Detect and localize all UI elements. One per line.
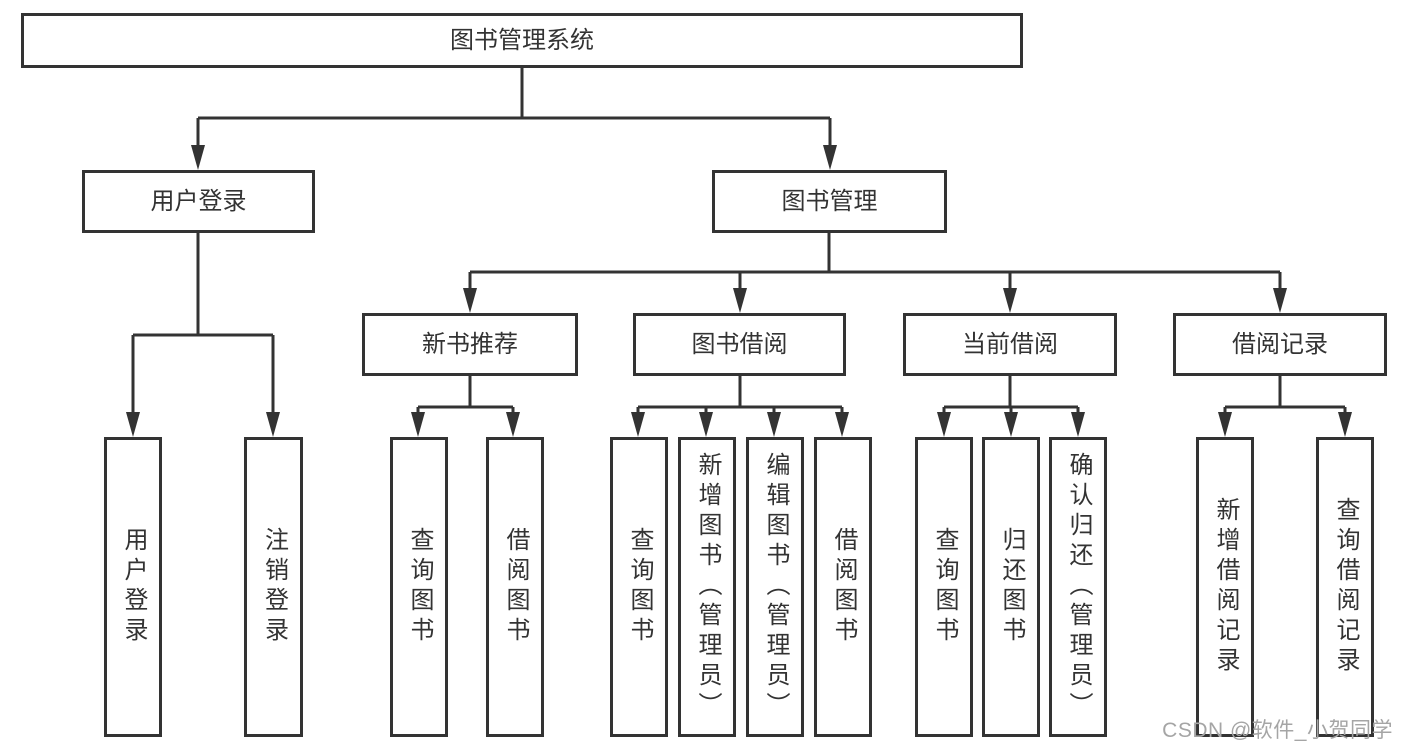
node-label: 新书推荐 — [422, 330, 518, 358]
node-label: 查询图书 — [406, 527, 433, 647]
leaf-user-login: 用户登录 — [104, 437, 162, 737]
node-label: 查询图书 — [931, 527, 958, 647]
leaf-query-books-recommend: 查询图书 — [390, 437, 448, 737]
node-root: 图书管理系统 — [21, 13, 1023, 68]
leaf-borrow-books: 借阅图书 — [814, 437, 872, 737]
leaf-add-books-admin: 新增图书（管理员） — [678, 437, 736, 737]
leaf-query-borrow-record: 查询借阅记录 — [1316, 437, 1374, 737]
leaf-logout-login: 注销登录 — [244, 437, 303, 737]
node-label: 归还图书 — [998, 527, 1025, 647]
node-label: 编辑图书（管理员） — [762, 452, 789, 722]
leaf-borrow-books-recommend: 借阅图书 — [486, 437, 544, 737]
leaf-add-borrow-record: 新增借阅记录 — [1196, 437, 1254, 737]
node-new-book-recommend: 新书推荐 — [362, 313, 578, 376]
leaf-return-books: 归还图书 — [982, 437, 1040, 737]
node-label: 借阅图书 — [502, 527, 529, 647]
leaf-query-books-current: 查询图书 — [915, 437, 973, 737]
node-label: 新增借阅记录 — [1212, 497, 1239, 677]
node-book-management: 图书管理 — [712, 170, 947, 233]
leaf-query-books-borrow: 查询图书 — [610, 437, 668, 737]
node-label: 确认归还（管理员） — [1065, 452, 1092, 722]
node-book-borrow: 图书借阅 — [633, 313, 846, 376]
node-label: 查询借阅记录 — [1332, 497, 1359, 677]
node-label: 新增图书（管理员） — [694, 452, 721, 722]
node-borrow-records: 借阅记录 — [1173, 313, 1387, 376]
node-label: 用户登录 — [150, 187, 247, 215]
node-label: 图书管理系统 — [450, 26, 594, 54]
node-label: 图书借阅 — [691, 330, 788, 358]
node-label: 图书管理 — [781, 187, 878, 215]
node-label: 用户登录 — [120, 527, 147, 647]
csdn-watermark: CSDN @软件_小贺同学 — [1162, 719, 1393, 742]
node-label: 当前借阅 — [962, 330, 1058, 358]
leaf-confirm-return-admin: 确认归还（管理员） — [1049, 437, 1107, 737]
node-label: 借阅记录 — [1232, 330, 1328, 358]
node-label: 借阅图书 — [830, 527, 857, 647]
node-label: 查询图书 — [626, 527, 653, 647]
leaf-edit-books-admin: 编辑图书（管理员） — [746, 437, 804, 737]
node-user-login: 用户登录 — [82, 170, 315, 233]
node-current-borrow: 当前借阅 — [903, 313, 1117, 376]
node-label: 注销登录 — [260, 527, 288, 647]
